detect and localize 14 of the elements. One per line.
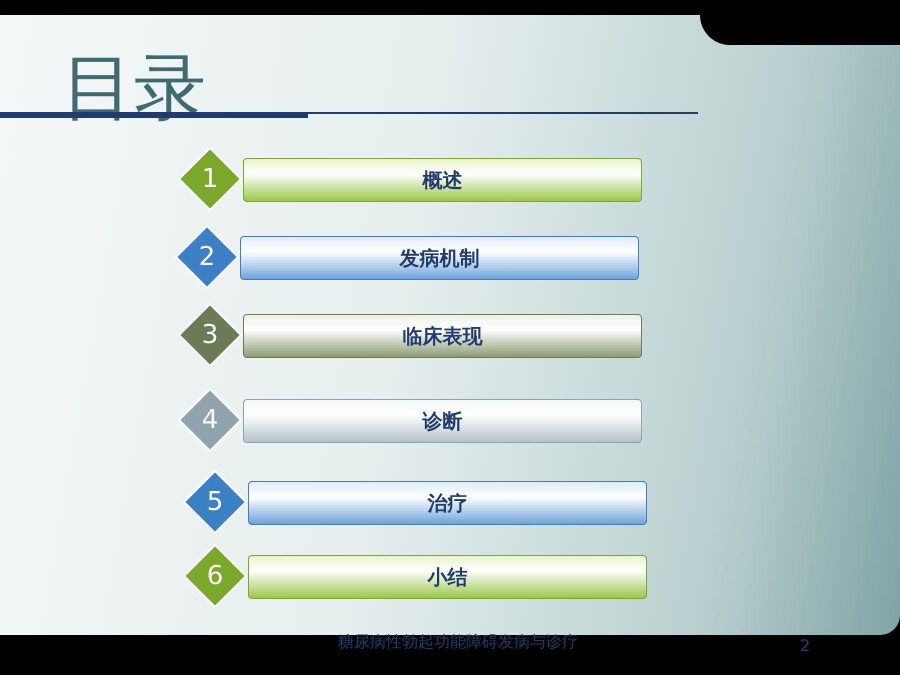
page-number: 2 — [800, 636, 810, 655]
section-bar: 概述 — [243, 158, 642, 202]
section-bar: 临床表现 — [243, 314, 642, 358]
number-diamond: 4 — [178, 388, 242, 452]
section-bar: 诊断 — [243, 399, 642, 443]
section-bar: 治疗 — [248, 481, 647, 525]
number-diamond: 2 — [175, 225, 239, 289]
number-diamond: 3 — [178, 303, 242, 367]
number-diamond: 5 — [183, 470, 247, 534]
number-diamond: 1 — [178, 147, 242, 211]
section-bar: 小结 — [248, 555, 647, 599]
section-bar: 发病机制 — [240, 236, 639, 280]
number-diamond: 6 — [183, 544, 247, 608]
footer-text: 糖尿病性勃起功能障碍发病与诊疗 — [338, 632, 578, 653]
